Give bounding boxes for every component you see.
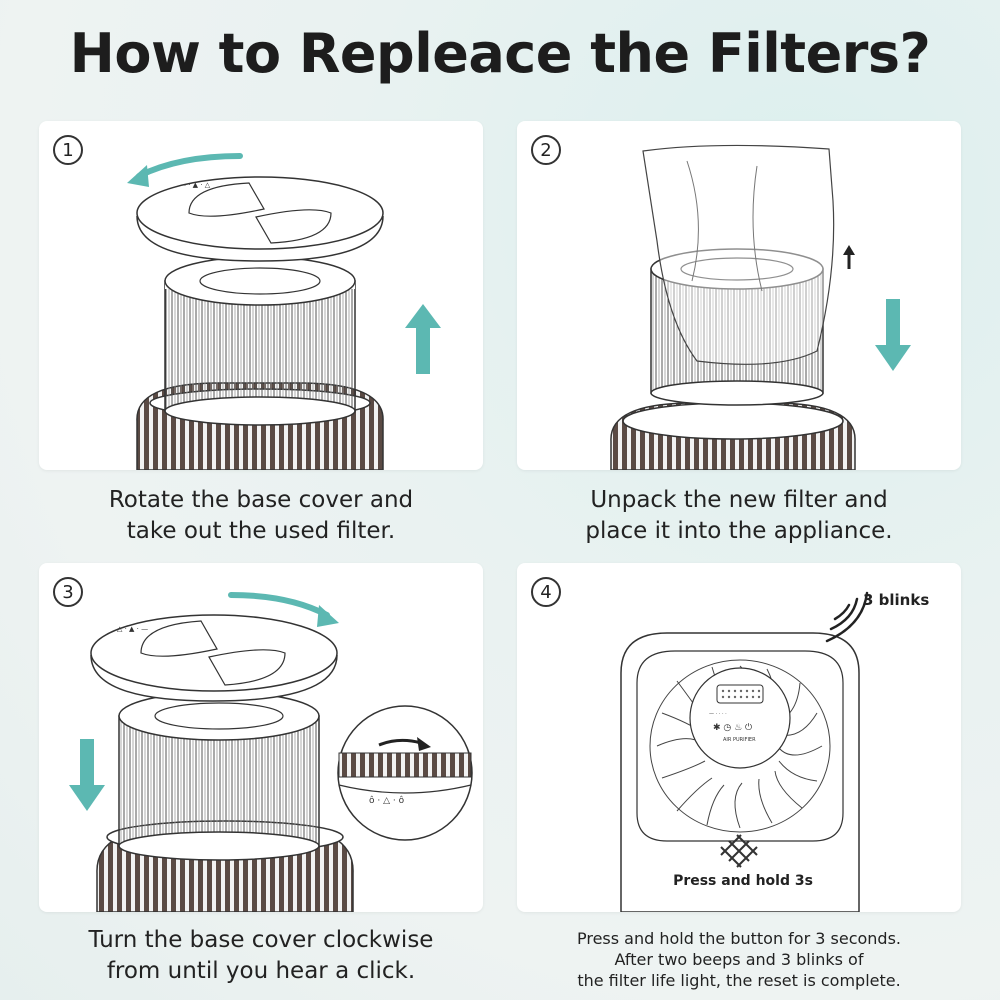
step-1-caption: Rotate the base cover and take out the u…: [39, 485, 483, 547]
page-title: How to Repleace the Filters?: [69, 22, 931, 85]
brand-label: AIR PURIFIER: [723, 737, 756, 743]
svg-text:ô · △ · ô: ô · △ · ô: [369, 795, 405, 806]
step-1-number: 1: [53, 135, 83, 165]
step-3-caption-line-1: Turn the base cover clockwise: [88, 927, 434, 953]
step-2-caption: Unpack the new filter and place it into …: [517, 485, 961, 547]
step-2-number: 2: [531, 135, 561, 165]
step-2-caption-line-1: Unpack the new filter and: [590, 487, 888, 513]
step-2-caption-line-2: place it into the appliance.: [585, 518, 893, 544]
step-3-number: 3: [53, 577, 83, 607]
step-4-card: — · · · · ✱ ◷ ♨ ⏻ 4 3 blinks AIR PURIFIE…: [517, 563, 961, 912]
step-1-card: — · ▲ · △ 1: [39, 121, 483, 470]
step-2-illustration: [610, 144, 911, 470]
step-3-caption: Turn the base cover clockwise from until…: [39, 925, 483, 987]
step-1-caption-line-2: take out the used filter.: [126, 518, 396, 544]
step-1-illustration: — · ▲ · △: [127, 153, 441, 470]
step-1-caption-line-1: Rotate the base cover and: [108, 487, 414, 513]
step-3-caption-line-2: from until you hear a click.: [106, 958, 416, 984]
step-4-number: 4: [531, 577, 561, 607]
svg-text:— · ▲ · △: — · ▲ · △: [179, 181, 211, 189]
step-4-caption-line-3: the filter life light, the reset is comp…: [577, 971, 901, 990]
svg-text:— · · · ·: — · · · ·: [709, 711, 727, 717]
svg-text:△ · ▲ · —: △ · ▲ · —: [117, 625, 148, 633]
press-hold-label: Press and hold 3s: [673, 873, 813, 889]
step-4-caption-line-2: After two beeps and 3 blinks of: [614, 950, 864, 969]
step-4-illustration: — · · · · ✱ ◷ ♨ ⏻: [620, 591, 869, 912]
step-4-caption-line-1: Press and hold the button for 3 seconds.: [576, 929, 902, 948]
step-2-card: 2: [517, 121, 961, 470]
blinks-label: 3 blinks: [863, 591, 930, 609]
step-4-caption: Press and hold the button for 3 seconds.…: [517, 928, 961, 991]
step-3-card: △ · ▲ · — ô · △ · ô 3: [39, 563, 483, 912]
step-3-illustration: △ · ▲ · — ô · △ · ô: [69, 592, 473, 912]
svg-text:✱ ◷ ♨ ⏻: ✱ ◷ ♨ ⏻: [713, 722, 752, 733]
